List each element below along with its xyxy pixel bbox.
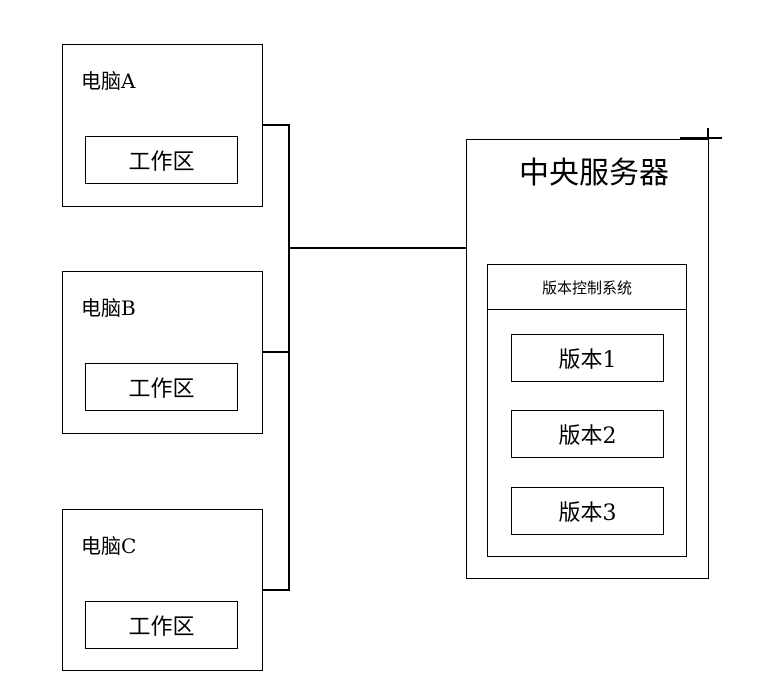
version-1-label: 版本1 [558,348,617,373]
computer-a-title: 电脑A [81,69,136,93]
version-control-system: 版本控制系统 版本1 版本2 版本3 [487,264,687,557]
server-title: 中央服务器 [519,156,669,191]
computer-c-title: 电脑C [81,534,137,558]
computer-a-workspace-label: 工作区 [128,150,195,175]
version-3-box: 版本3 [511,487,664,535]
computer-b-title: 电脑B [81,296,136,320]
computer-c-workspace-label: 工作区 [128,615,195,640]
computer-b: 电脑B 工作区 [62,271,263,434]
computer-a: 电脑A 工作区 [62,44,263,207]
version-2-label: 版本2 [558,424,617,449]
version-2-box: 版本2 [511,410,664,458]
version-3-label: 版本3 [558,501,617,526]
computer-a-workspace: 工作区 [85,136,238,184]
computer-b-workspace: 工作区 [85,363,238,411]
central-server: 中央服务器 版本控制系统 版本1 版本2 版本3 [466,139,709,579]
vcs-title: 版本控制系统 [488,265,686,310]
version-1-box: 版本1 [511,334,664,382]
computer-c: 电脑C 工作区 [62,509,263,671]
computer-b-workspace-label: 工作区 [128,377,195,402]
computer-c-workspace: 工作区 [85,601,238,649]
